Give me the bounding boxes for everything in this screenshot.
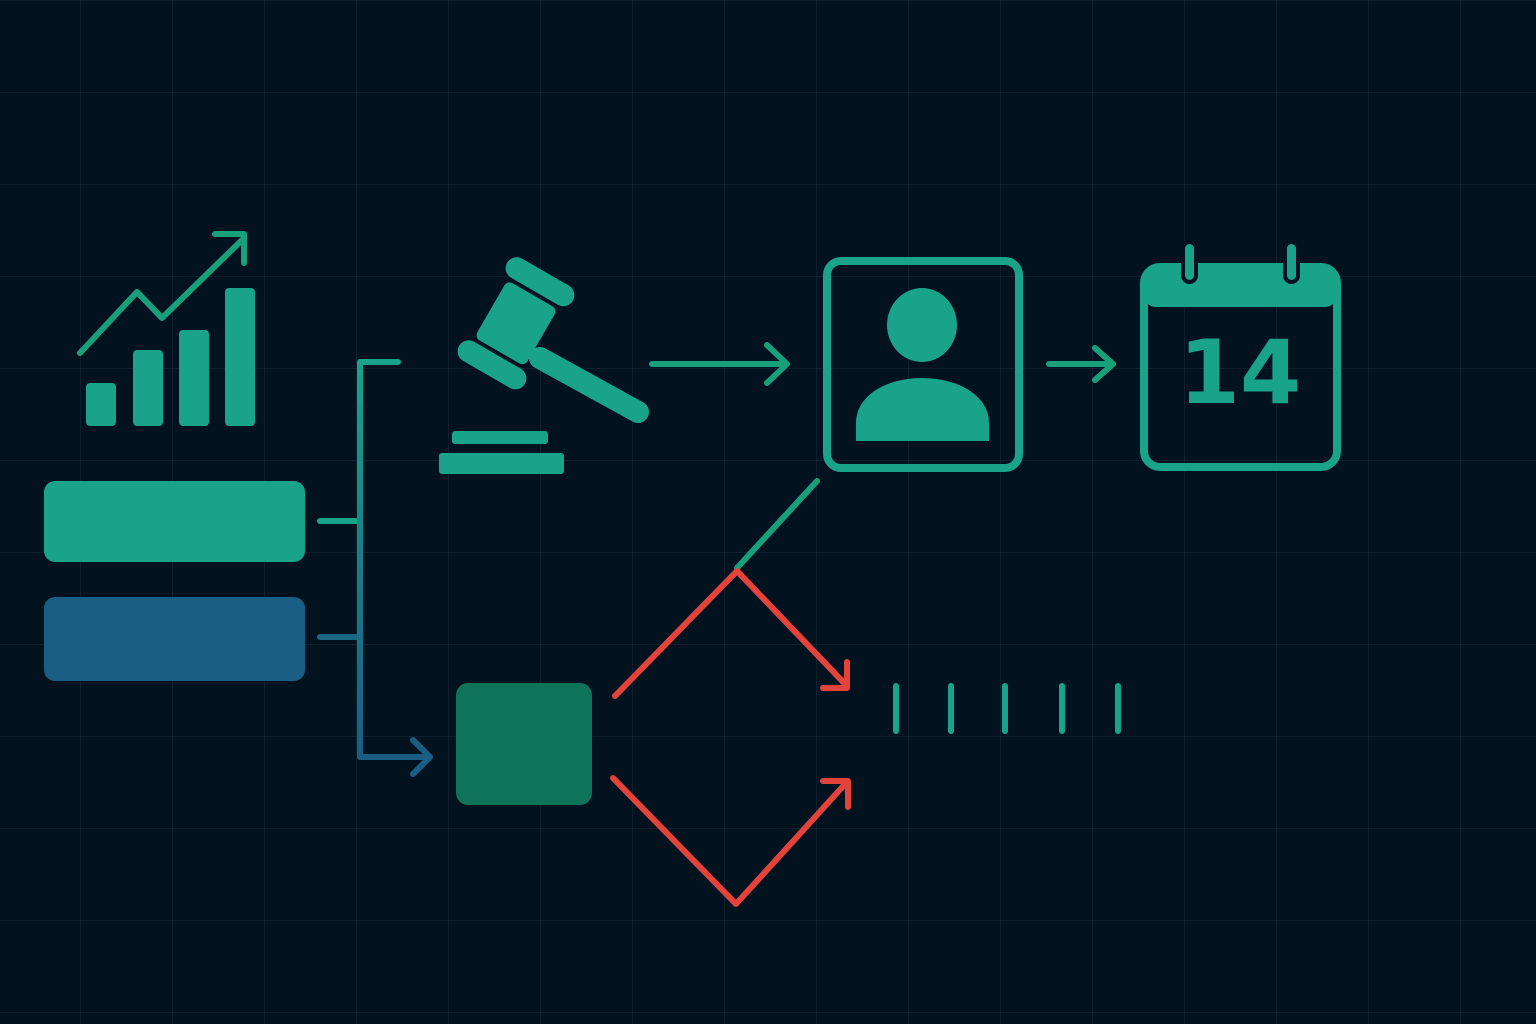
teal-block xyxy=(44,481,305,562)
gavel-head-top-cap xyxy=(505,257,575,307)
red-lower-path xyxy=(610,775,849,907)
timeline-ticks-icon xyxy=(893,683,1352,734)
gavel-head xyxy=(476,282,556,365)
profile-frame xyxy=(823,257,1023,472)
gavel-handle xyxy=(529,347,649,423)
calendar-day-number: 14 xyxy=(1179,321,1301,424)
blue-block xyxy=(44,597,305,681)
calendar-ring-left xyxy=(1181,240,1198,284)
gavel-base-bottom xyxy=(439,453,564,474)
red-upper-path xyxy=(612,568,849,699)
red-upper-arrowhead xyxy=(820,659,850,691)
branch-connector xyxy=(317,359,433,777)
connector-trunk xyxy=(357,359,431,760)
chart-bar-3 xyxy=(179,330,209,426)
calendar-icon: 14 xyxy=(1140,240,1341,471)
trend-arrowhead xyxy=(212,231,247,266)
profile-shoulders xyxy=(856,378,989,441)
calendar-ring-right xyxy=(1283,240,1300,284)
chart-bar-1 xyxy=(86,383,116,426)
profile-head xyxy=(887,288,957,362)
calendar-header-bar xyxy=(1144,267,1337,307)
chart-bar-2 xyxy=(133,350,163,426)
trend-line xyxy=(77,237,245,356)
user-profile-icon xyxy=(823,257,1023,472)
bar-chart-trend-up-icon xyxy=(77,231,255,426)
gavel-base-top xyxy=(452,431,548,444)
connector-arrowhead xyxy=(410,737,433,777)
arrow-gavel-to-person-head xyxy=(764,342,790,386)
red-lower-arrowhead xyxy=(820,778,851,810)
gavel-icon xyxy=(439,257,649,474)
arrow-person-to-calendar-head xyxy=(1092,345,1116,383)
chart-bar-4 xyxy=(225,288,255,426)
decision-box xyxy=(456,683,592,805)
person-to-branch-line xyxy=(734,478,820,571)
red-branch-arrows xyxy=(610,568,851,907)
gavel-head-bottom-cap xyxy=(457,340,527,390)
